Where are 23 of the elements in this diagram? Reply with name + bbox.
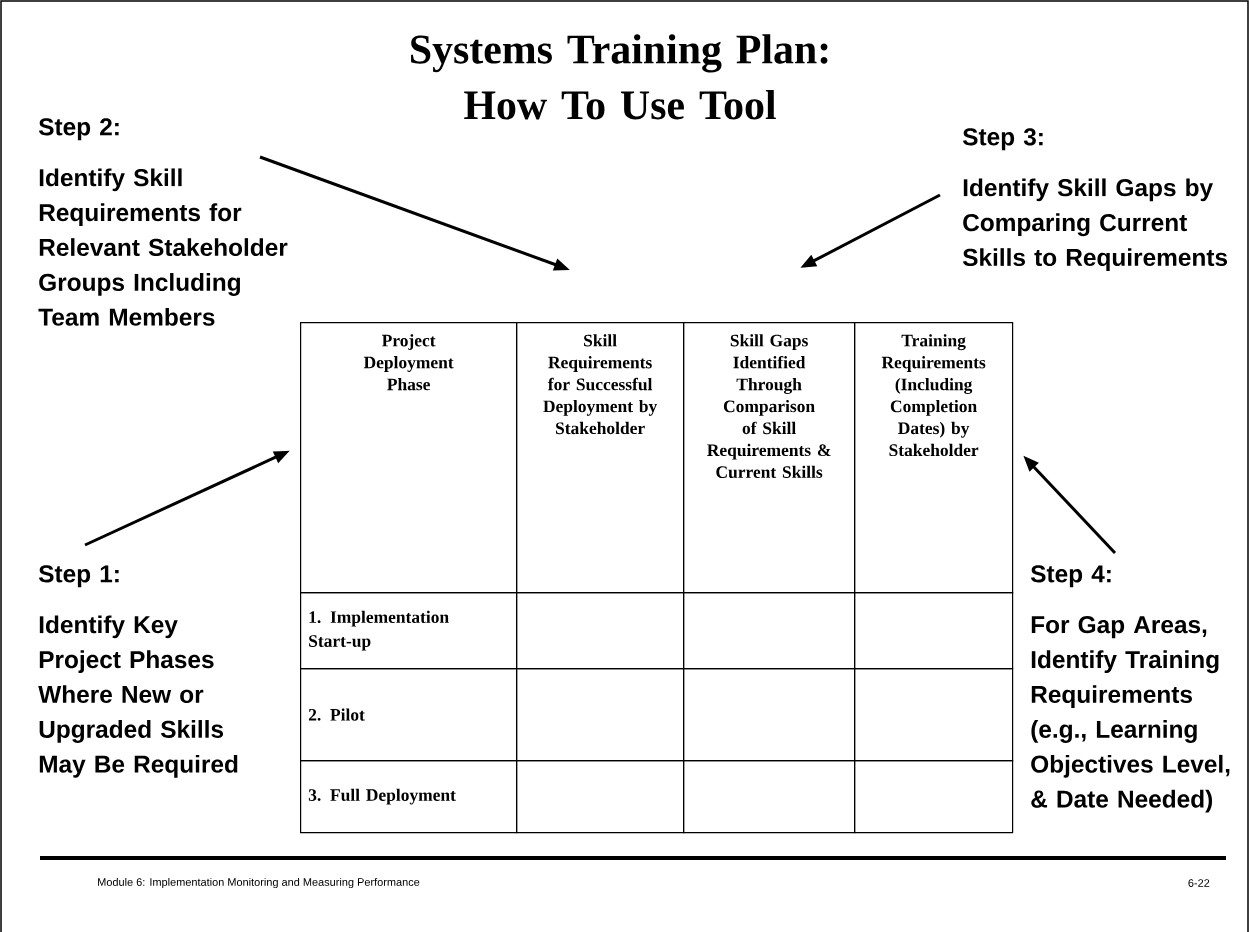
footer-text: Module 6: Implementation Monitoring and Measuring Performance (98, 877, 420, 889)
step-text: Step 4: For Gap Areas, Identify Training Requirements (e.g., Learning Objectives Level, & Date Needed) (1030, 565, 1230, 813)
table-cell (516, 592, 685, 670)
table-cell: Skill Requirements for Successful Deployment by Stakeholder (516, 322, 685, 594)
footer-text: 6-22 (1188, 879, 1210, 887)
table-cell (854, 760, 1014, 834)
title: Systems Training Plan: How To Use Tool (411, 34, 828, 120)
table-cell: Training Requirements (Including Completion Dates) by Stakeholder (854, 322, 1014, 594)
table-cell (683, 760, 856, 834)
table-cell: 3. Full Deployment (300, 760, 518, 834)
step-text: Step 2: Identify Skill Requirements for Relevant Stakeholder Groups Including Team Members (38, 118, 288, 326)
table-cell (516, 668, 685, 762)
table-cell: Skill Gaps Identified Through Comparison of Skill Requirements & Current Skills (683, 322, 856, 594)
table-cell (683, 668, 856, 762)
table-cell (516, 760, 685, 834)
table-cell (854, 668, 1014, 762)
table-cell (683, 592, 856, 670)
table-cell: 2. Pilot (300, 668, 518, 762)
table-cell: 1. Implementation Start-up (300, 592, 518, 670)
table-cell (854, 592, 1014, 670)
table-cell: Project Deployment Phase (300, 322, 518, 594)
step-text: Step 1: Identify Key Project Phases Where New or Upgraded Skills May Be Required (38, 565, 238, 778)
step-text: Step 3: Identify Skill Gaps by Comparing Current Skills to Requirements (962, 128, 1228, 271)
